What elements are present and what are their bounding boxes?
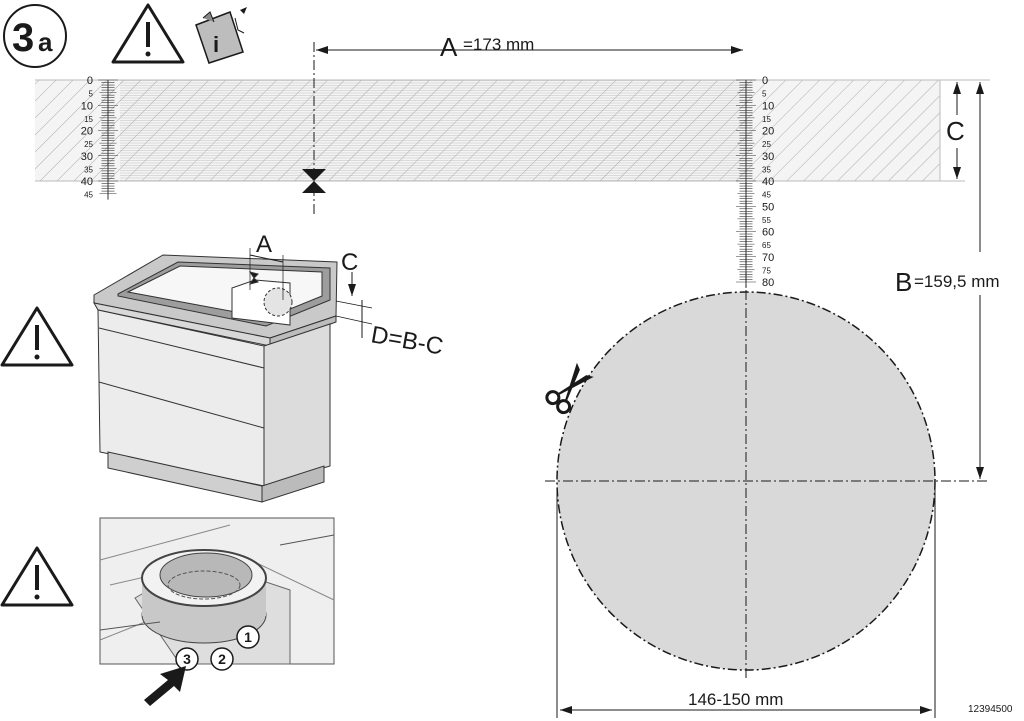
dimension-c: C <box>946 82 965 179</box>
ruler-label: 20 <box>81 126 93 138</box>
ruler-label: 70 <box>762 252 774 264</box>
dimension-c-letter: C <box>946 116 965 146</box>
ruler-label: 35 <box>84 165 93 174</box>
ruler-label: 45 <box>84 191 93 200</box>
ruler-label: 30 <box>762 151 774 163</box>
dimension-b-value: =159,5 mm <box>914 272 1000 291</box>
ruler-label: 55 <box>762 216 771 225</box>
ruler-label: 25 <box>84 140 93 149</box>
cabinet-label-d-formula: D=B-C <box>369 321 445 360</box>
warning-triangle-icon <box>111 3 185 64</box>
countertop-section <box>35 79 990 182</box>
ruler-label: 80 <box>762 277 774 289</box>
dimension-b-letter: B <box>895 267 912 297</box>
ruler-label: 10 <box>81 100 93 112</box>
ruler-label: 25 <box>762 140 771 149</box>
ruler-label: 5 <box>762 90 767 99</box>
step-suffix: a <box>38 27 53 57</box>
svg-text:1: 1 <box>244 629 252 645</box>
svg-text:i: i <box>213 32 219 57</box>
cabinet-label-a: A <box>256 231 272 258</box>
cutout-template-circle: 146-150 mm <box>545 182 990 718</box>
ruler-label: 5 <box>89 90 94 99</box>
ruler-label: 65 <box>762 241 771 250</box>
svg-text:2: 2 <box>218 651 226 667</box>
ruler-label: 40 <box>81 176 93 188</box>
diameter-label: 146-150 mm <box>688 690 783 709</box>
ruler-label: 40 <box>762 176 774 188</box>
cabinet-label-c: C <box>341 249 358 276</box>
dimension-a: A =173 mm <box>302 32 743 215</box>
ruler-label: 30 <box>81 151 93 163</box>
dimension-a-value: =173 mm <box>463 35 534 54</box>
ruler-label: 15 <box>84 115 93 124</box>
ruler-left: 0 510 15 20 25 30 35 40 45 <box>81 75 118 200</box>
photo-callout-2: 2 <box>210 647 234 671</box>
ruler-label: 45 <box>762 191 771 200</box>
ruler-label: 10 <box>762 100 774 112</box>
svg-text:3: 3 <box>183 651 191 667</box>
warning-triangle-icon <box>0 306 74 367</box>
cabinet-illustration <box>93 248 373 503</box>
scissors-icon <box>545 362 594 415</box>
dimension-a-letter: A <box>440 32 458 62</box>
ruler-label: 0 <box>87 75 93 87</box>
push-arrow-icon <box>144 666 186 706</box>
dimension-b: B =159,5 mm <box>895 82 1000 479</box>
ruler-label: 20 <box>762 126 774 138</box>
photo-callout-3: 3 <box>175 647 199 671</box>
ruler-label: 0 <box>762 75 768 87</box>
warning-triangle-icon <box>0 546 74 607</box>
installation-photo: 1 2 3 <box>99 517 335 706</box>
ruler-label: 75 <box>762 266 771 275</box>
ruler-label: 35 <box>762 165 771 174</box>
photo-callout-1: 1 <box>236 625 260 649</box>
info-manual-icon: i <box>195 7 247 64</box>
document-number: 12394500 <box>968 704 1013 715</box>
alignment-marker-icon <box>302 169 326 193</box>
ruler-label: 60 <box>762 227 774 239</box>
step-number: 3 <box>12 16 34 60</box>
step-badge: 3 a <box>3 4 67 68</box>
ruler-label: 15 <box>762 115 771 124</box>
ruler-label: 50 <box>762 201 774 213</box>
